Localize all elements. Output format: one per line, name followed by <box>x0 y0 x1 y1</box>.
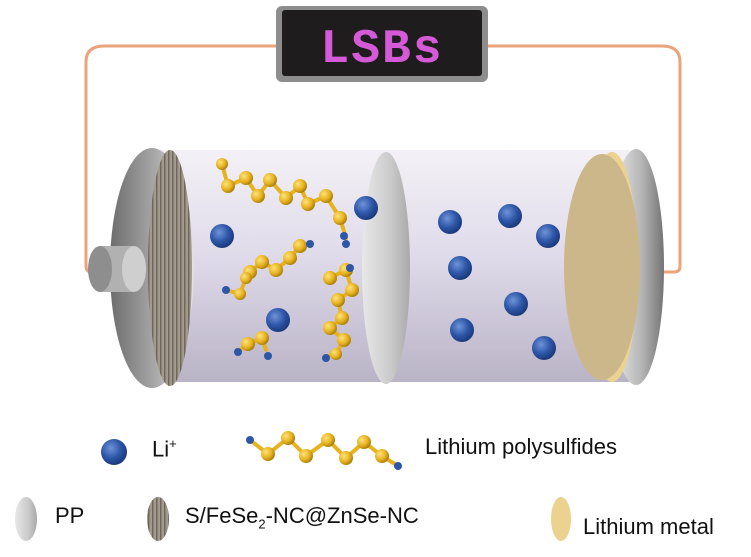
display-text: LSBs <box>320 23 443 77</box>
terminal-li-atoms <box>222 232 354 362</box>
li-ion-icon <box>101 439 127 465</box>
separator-pp <box>362 152 410 384</box>
legend-polysulfides: Lithium polysulfides <box>425 434 617 459</box>
cathode-disc-icon <box>147 497 169 541</box>
polysulfide-chain-icon <box>246 431 402 470</box>
sulfur-atoms <box>216 158 359 360</box>
legend-pp: PP <box>55 503 85 528</box>
lithium-disc-icon <box>551 497 571 541</box>
separator-icon <box>15 497 37 541</box>
legend-li-ion: Li+ <box>152 436 177 462</box>
legend-lithium-metal: Lithium metal <box>583 514 714 539</box>
legend-cathode: S/FeSe2-NC@ZnSe-NC <box>185 503 419 532</box>
led-display: LSBs <box>276 6 488 82</box>
li-ions <box>210 196 560 360</box>
